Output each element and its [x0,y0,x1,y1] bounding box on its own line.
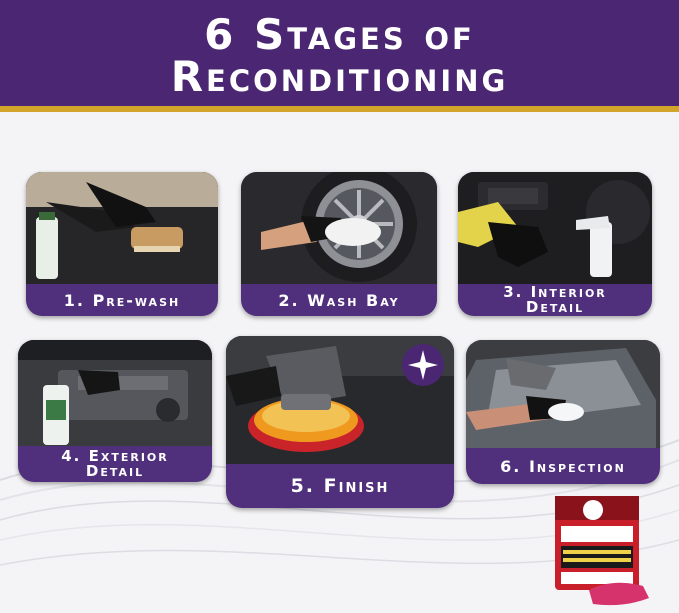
clay-bar-product-image [555,496,649,606]
stage-label-line-2: Detail [525,298,585,316]
stage-card-pre-wash: 1. Pre-wash [26,172,218,316]
stage-label: 4. Exterior Detail [18,446,212,482]
stage-card-finish: 5. Finish [226,336,454,508]
sparkle-icon [402,344,444,386]
pre-wash-photo [26,172,218,284]
wash-bay-photo [241,172,437,284]
stage-card-interior-detail: 3. Interior Detail [458,172,652,316]
stage-label-line-2: Detail [85,462,145,480]
stage-label: 2. Wash Bay [278,290,400,310]
stage-card-inspection: 6. Inspection [466,340,660,484]
stage-label: 6. Inspection [500,456,626,476]
stage-label-line-1: 4. Exterior [61,447,169,465]
stage-card-wash-bay: 2. Wash Bay [241,172,437,316]
inspection-photo [466,340,660,448]
exterior-detail-photo [18,340,212,446]
page-title-line-2: Reconditioning [170,52,509,101]
stage-card-exterior-detail: 4. Exterior Detail [18,340,212,482]
interior-detail-photo [458,172,652,284]
stage-label: 3. Interior Detail [458,284,652,316]
stage-label: 1. Pre-wash [63,290,181,310]
page-title-line-1: 6 Stages of [204,10,475,59]
title-banner: 6 Stages of Reconditioning [0,0,679,112]
stage-label-line-1: 3. Interior [503,283,607,301]
stage-label: 5. Finish [290,474,390,497]
